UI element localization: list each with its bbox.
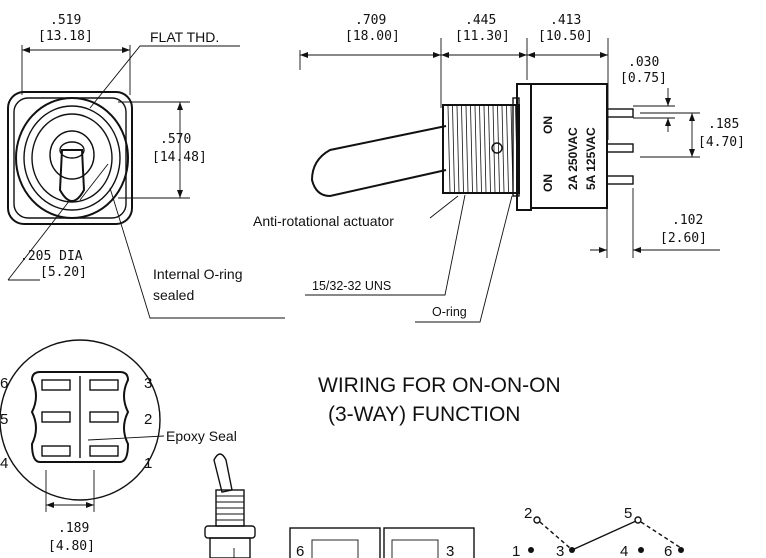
thread-line	[501, 105, 505, 193]
wiring-schematic: 2 5 1 3 4 6	[512, 505, 684, 558]
front-height-mm: [14.48]	[152, 150, 207, 165]
bushing-flange	[7, 91, 133, 225]
oring-note-line2: sealed	[153, 287, 194, 303]
wiring-title-line2: (3-WAY) FUNCTION	[328, 403, 520, 426]
pin-3: 3	[144, 375, 152, 392]
lever-front	[58, 149, 86, 202]
pin-spacing-mm: [4.80]	[48, 539, 95, 554]
bottom-view: 6 5 4 3 2 1 Epoxy Seal .189 [4.80]	[0, 339, 237, 554]
terminal-pitch-mm: [4.70]	[698, 135, 745, 150]
mini-switch-outline	[204, 453, 256, 558]
front-view: .519 [13.18] FLAT THD. .570 [14.48] .205…	[7, 13, 285, 319]
actuator-note: Anti-rotational actuator	[253, 213, 394, 229]
wiring-title-line1: WIRING FOR ON-ON-ON	[318, 374, 561, 397]
thread-line	[474, 105, 478, 193]
lever-dia-in: .205 DIA	[20, 249, 83, 264]
pin-1: 1	[144, 455, 152, 472]
thread-line	[470, 105, 473, 193]
terminal-length-in: .102	[672, 213, 703, 228]
front-width-in: .519	[50, 13, 81, 28]
marking-rating-1: 2A 250VAC	[566, 127, 580, 190]
terminal-pitch-in: .185	[708, 117, 739, 132]
thread-length-in: .445	[465, 13, 496, 28]
thread-line	[465, 105, 469, 193]
schem-label-2: 2	[524, 505, 532, 522]
wiring-box-left-label: 6	[296, 543, 304, 558]
thread-line	[456, 105, 460, 193]
marking-rating-2: 5A 125VAC	[584, 127, 598, 190]
pin-5: 5	[0, 411, 8, 428]
front-width-mm: [13.18]	[38, 29, 93, 44]
pin-6: 6	[0, 375, 8, 392]
terminal-width-in: .030	[628, 55, 659, 70]
terminal-length-mm: [2.60]	[660, 231, 707, 246]
nut-ring-outer	[15, 97, 129, 219]
thread-line	[447, 105, 451, 193]
thread-line	[492, 105, 496, 193]
terminal-pads	[41, 379, 119, 457]
schem-label-1: 1	[512, 543, 520, 558]
thread-spec: 15/32-32 UNS	[312, 279, 391, 293]
thread-length-mm: [11.30]	[455, 29, 510, 44]
marking-on-bottom: ON	[541, 174, 555, 192]
epoxy-seal-note: Epoxy Seal	[166, 428, 237, 444]
wiring-box-right-label: 3	[446, 543, 454, 558]
thread-line	[461, 105, 464, 193]
thread-line	[506, 105, 509, 193]
schem-label-5: 5	[624, 505, 632, 522]
thread-line	[452, 105, 455, 193]
wiring-section: WIRING FOR ON-ON-ON (3-WAY) FUNCTION 6 3…	[289, 374, 684, 558]
schem-label-6: 6	[664, 543, 672, 558]
lever-length-in: .709	[355, 13, 386, 28]
terminal-width-mm: [0.75]	[620, 71, 667, 86]
thread-line	[483, 105, 487, 193]
thread-line	[497, 105, 500, 193]
lever-length-mm: [18.00]	[345, 29, 400, 44]
schem-label-3: 3	[556, 543, 564, 558]
marking-on-top: ON	[541, 116, 555, 134]
thread-line	[479, 105, 482, 193]
thread-line	[488, 105, 491, 193]
schem-label-4: 4	[620, 543, 628, 558]
body-length-mm: [10.50]	[538, 29, 593, 44]
terminal-block	[30, 371, 130, 463]
front-height-in: .570	[160, 132, 191, 147]
body-length-in: .413	[550, 13, 581, 28]
pin-spacing-in: .189	[58, 521, 89, 536]
oring-note-line1: Internal O-ring	[153, 266, 242, 282]
lever-dia-mm: [5.20]	[40, 265, 87, 280]
flat-thread-note: FLAT THD.	[150, 29, 219, 45]
pin-4: 4	[0, 455, 8, 472]
pin-2: 2	[144, 411, 152, 428]
side-view: .709 [18.00] .445 [11.30] .413 [10.50] O…	[253, 13, 745, 323]
lever-side	[310, 125, 447, 198]
oring-label: O-ring	[432, 305, 467, 319]
